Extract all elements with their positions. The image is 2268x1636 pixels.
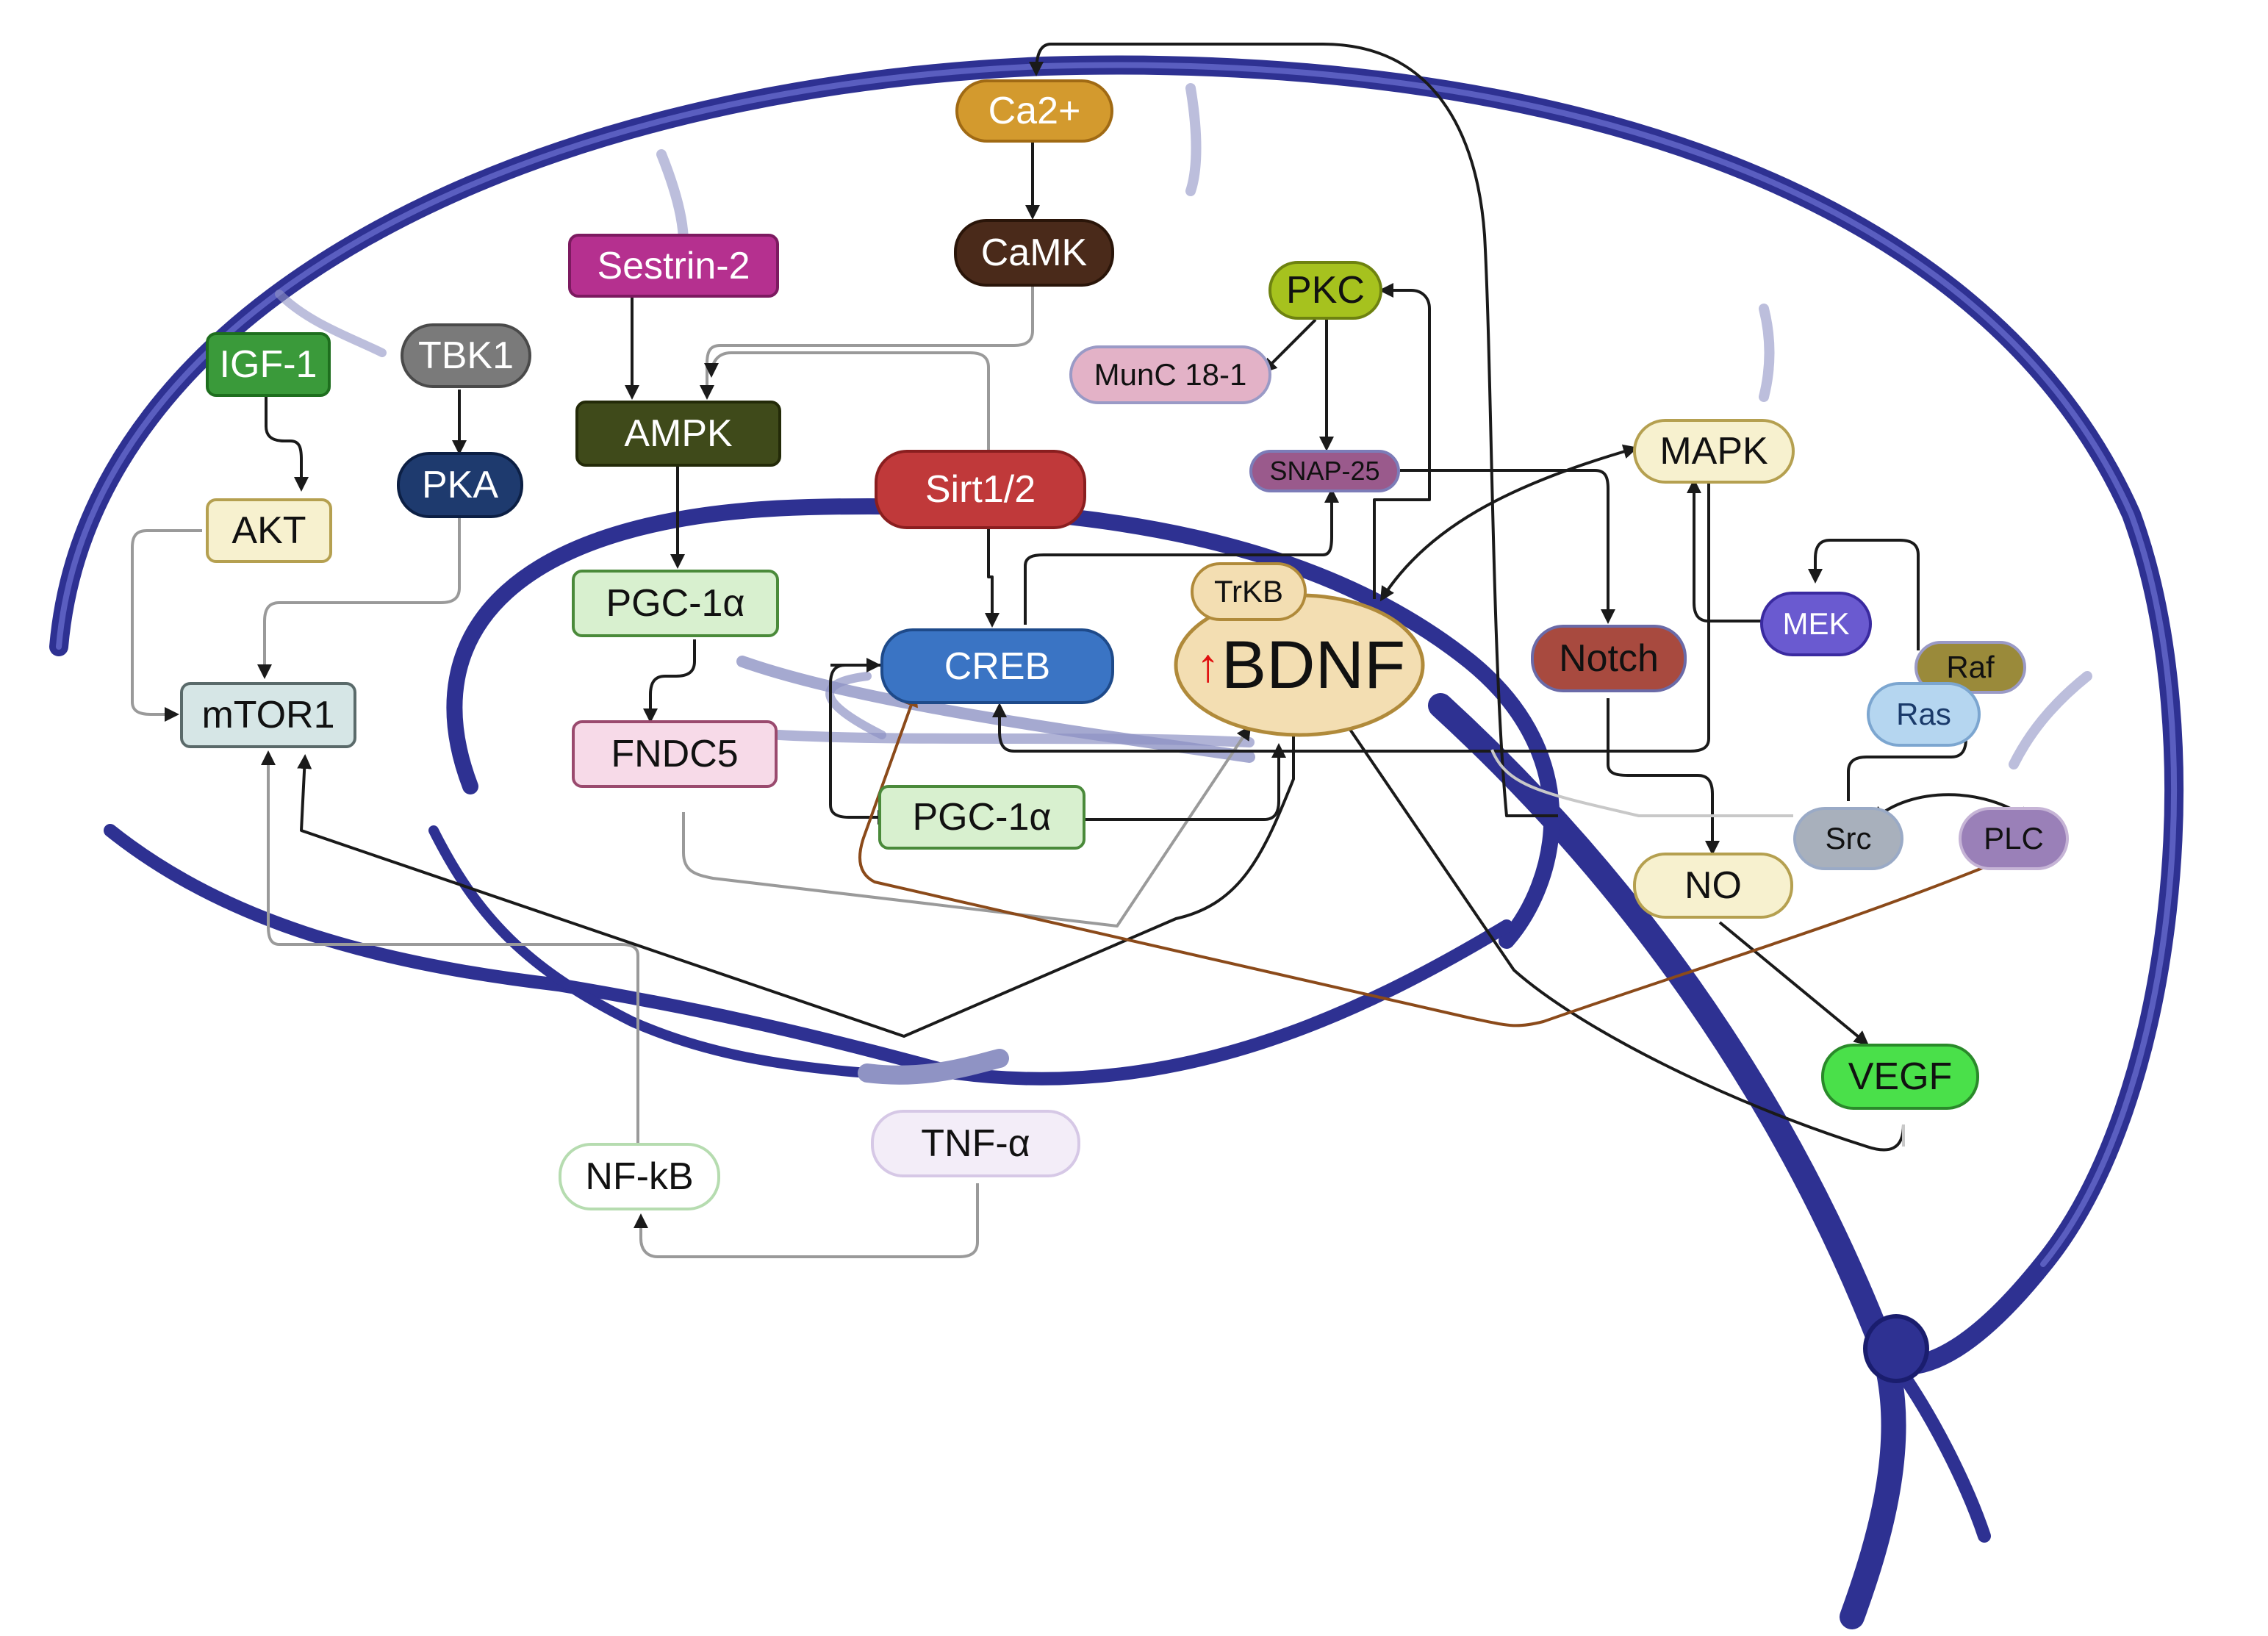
node-igf1: IGF-1 — [206, 332, 331, 397]
node-bdnf: ↑ BDNF — [1183, 617, 1418, 713]
arrow-pgc-fndc5 — [643, 639, 696, 723]
vessel-network — [49, 55, 2183, 1629]
arrow-vegf-bdnf — [1339, 714, 1905, 1152]
node-pka: PKA — [397, 452, 523, 518]
node-sirt12: Sirt1/2 — [875, 450, 1086, 529]
inner-vessel — [446, 498, 1560, 949]
node-fndc5: FNDC5 — [572, 720, 778, 788]
node-akt: AKT — [206, 498, 332, 563]
node-camk: CaMK — [954, 219, 1114, 287]
node-munc181: MunC 18-1 — [1069, 345, 1271, 404]
node-creb: CREB — [880, 628, 1114, 704]
bdnf-label: BDNF — [1221, 627, 1406, 703]
arrow-mek-mapk — [1687, 478, 1777, 623]
node-mapk: MAPK — [1633, 419, 1795, 484]
node-ca2: Ca2+ — [955, 79, 1113, 143]
arrow-igf-akt — [265, 397, 309, 492]
node-nfkb: NF-kB — [559, 1143, 720, 1210]
arrow-src-ras — [1847, 699, 1973, 801]
node-mek: MEK — [1760, 592, 1872, 656]
trunk-vessel — [1428, 693, 1906, 1629]
arrow-creb-snap — [1024, 488, 1339, 625]
arrow-no-vegf — [1718, 921, 1870, 1046]
vessel-cross-section — [1863, 1314, 1929, 1383]
arrow-nfkb-mtor — [261, 750, 639, 1150]
arrow-notch-no — [1607, 698, 1720, 855]
arrow-sirt-ampk — [704, 351, 990, 456]
node-pgc1a-top: PGC-1α — [572, 570, 779, 637]
lower-vessel — [104, 824, 1513, 1086]
node-plc: PLC — [1959, 807, 2069, 870]
arrow-sirt-creb — [985, 529, 1000, 628]
arrow-camk-ampk — [700, 287, 1034, 400]
node-tbk1: TBK1 — [401, 323, 531, 388]
arrow-tnf-nfkb — [634, 1183, 979, 1258]
outer-vessel — [49, 55, 2183, 1375]
node-trkb: TrKB — [1191, 562, 1307, 621]
node-pkc: PKC — [1268, 261, 1382, 320]
node-vegf: VEGF — [1821, 1044, 1979, 1110]
node-ras: Ras — [1867, 682, 1981, 747]
arrow-pgc2-bdnf — [1084, 743, 1286, 821]
arrow-pka-mtor — [257, 518, 461, 679]
node-pgc1a-bottom: PGC-1α — [878, 785, 1085, 850]
node-snap25: SNAP-25 — [1249, 450, 1400, 492]
arrow-loop-ca2 — [1029, 43, 1558, 817]
node-ampk: AMPK — [575, 401, 781, 467]
node-no: NO — [1633, 853, 1793, 919]
node-src: Src — [1793, 807, 1903, 870]
bdnf-up-arrow-icon: ↑ — [1196, 639, 1220, 692]
node-mtor1: mTOR1 — [180, 682, 356, 748]
node-tnfa: TNF-α — [871, 1110, 1080, 1177]
arrow-mapk-bdnf — [1379, 444, 1638, 602]
node-notch: Notch — [1531, 625, 1687, 692]
pathway-arrows — [131, 43, 2031, 1258]
node-sestrin2: Sestrin-2 — [568, 234, 779, 298]
arrow-fndc5-bdnf — [682, 725, 1252, 928]
node-raf: Raf — [1914, 641, 2026, 694]
arrow-raf-mek — [1808, 539, 1920, 650]
arrow-bdnf-pkc — [1373, 283, 1431, 599]
arrow-mapk-creb — [992, 481, 1710, 753]
arrow-akt-mtor — [131, 529, 202, 722]
arrow-pkc-munc — [1262, 318, 1317, 373]
arrow-plc-creb — [858, 692, 1985, 1027]
arrow-bdnf-mtor — [297, 735, 1295, 1038]
arrow-snap-notch — [1400, 469, 1615, 624]
